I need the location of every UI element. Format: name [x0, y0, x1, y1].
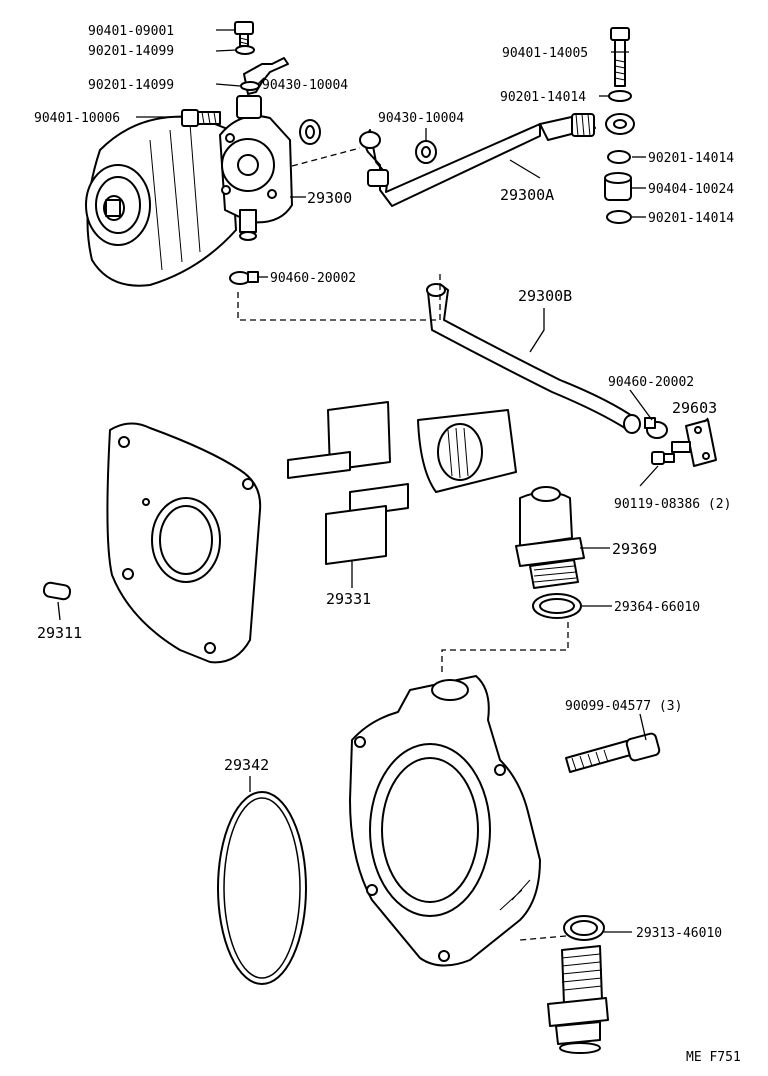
pin-29311 [42, 581, 72, 601]
gasket-90430-10004-b [415, 140, 437, 164]
vanes-29331 [287, 401, 409, 565]
dash-gasket-housing [441, 622, 569, 672]
washer-90201-14014-a [608, 90, 632, 102]
label-29313-46010: 29313-46010 [636, 926, 722, 941]
banjo-bolt-90401-09001 [234, 21, 254, 47]
vacuum-hose-29300B [426, 283, 641, 434]
label-29300B: 29300B [518, 287, 572, 305]
rotor [417, 409, 517, 493]
diagram-code: ME F751 [686, 1050, 741, 1065]
bolt-90119-08386 [651, 451, 675, 465]
label-90119-08386: 90119-08386 (2) [614, 497, 731, 512]
vacuum-pipe-29300A [359, 113, 635, 207]
label-29369: 29369 [612, 540, 657, 558]
gasket-29364-66010 [532, 593, 582, 619]
union-90404-10024 [604, 172, 632, 201]
gasket-29313-46010 [563, 915, 605, 941]
banjo-bolt-90401-14005 [610, 27, 630, 87]
dash-bottom-gasket [519, 935, 567, 941]
label-29603: 29603 [672, 399, 717, 417]
label-90401-09001: 90401-09001 [88, 24, 174, 39]
label-90401-14005: 90401-14005 [502, 46, 588, 61]
hose-clamp-90460-20002-a [229, 271, 259, 285]
washer-90201-14014-b [607, 150, 631, 164]
label-90430-10004-a: 90430-10004 [262, 78, 348, 93]
label-29331: 29331 [326, 590, 371, 608]
dash-pump-pipe [291, 147, 361, 167]
dash-clip-hose [237, 270, 441, 321]
label-90201-14014-c: 90201-14014 [648, 211, 734, 226]
alternator [85, 115, 237, 287]
vacuum-pump-29300 [219, 57, 293, 241]
label-29300: 29300 [307, 189, 352, 207]
pump-cover-plate [106, 422, 262, 664]
label-90201-14014-b: 90201-14014 [648, 151, 734, 166]
label-90201-14014-a: 90201-14014 [500, 90, 586, 105]
o-ring-29342 [217, 791, 307, 985]
label-90401-10006: 90401-10006 [34, 111, 120, 126]
label-90460-20002-a: 90460-20002 [270, 271, 356, 286]
hose-clamp-90460-20002-b [644, 417, 668, 439]
bolt-90099-04577 [565, 732, 661, 773]
label-90430-10004-b: 90430-10004 [378, 111, 464, 126]
label-90404-10024: 90404-10024 [648, 182, 734, 197]
label-29342: 29342 [224, 756, 269, 774]
label-90201-14099-a: 90201-14099 [88, 44, 174, 59]
label-90099-04577: 90099-04577 (3) [565, 699, 682, 714]
bolt-90401-10006 [181, 109, 221, 127]
washer-90201-14099-a [235, 45, 255, 55]
label-29311: 29311 [37, 624, 82, 642]
label-90460-20002-b: 90460-20002 [608, 375, 694, 390]
label-29364-66010: 29364-66010 [614, 600, 700, 615]
washer-90201-14099-b [240, 81, 260, 91]
label-29300A: 29300A [500, 186, 554, 204]
gasket-90430-10004-a [299, 119, 321, 145]
union-fitting-29369 [515, 486, 585, 589]
check-valve-29603 [671, 419, 717, 467]
oil-inlet-fitting [547, 945, 609, 1054]
washer-90201-14014-c [606, 210, 632, 224]
pump-housing [349, 675, 541, 967]
label-90201-14099-b: 90201-14099 [88, 78, 174, 93]
